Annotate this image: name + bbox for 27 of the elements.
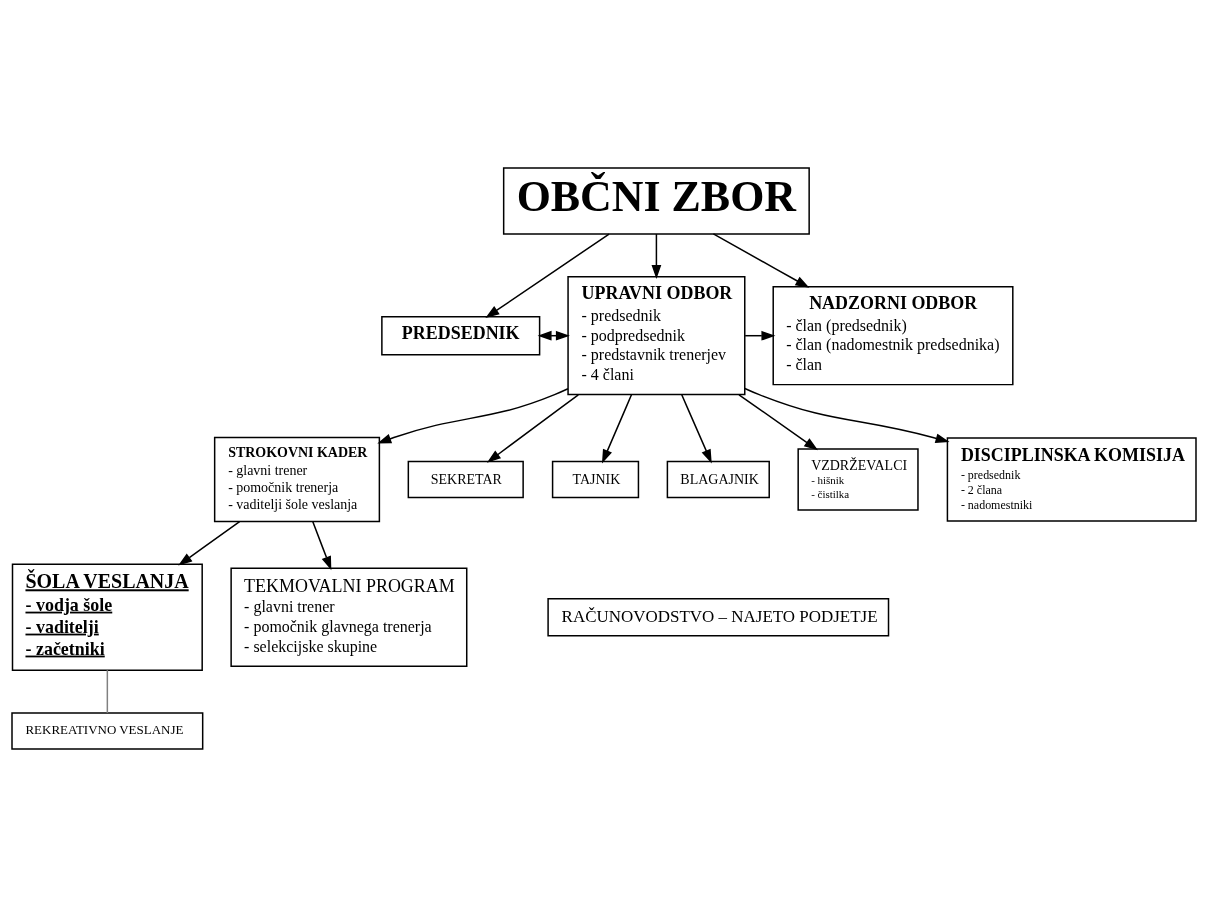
arrow <box>312 520 332 571</box>
node-box: STROKOVNI KADER - glavni trener - pomočnik trenerja - vaditelji šole veslanja <box>213 436 381 523</box>
node-box: OBČNI ZBOR <box>502 167 810 235</box>
node-box: SEKRETAR <box>407 460 524 499</box>
node-box: ŠOLA VESLANJA - vodja šole - vaditelji - začetniki <box>11 563 203 671</box>
node-box: DISCIPLINSKA KOMISIJA - predsednik - 2 člana - nadomestniki <box>946 437 1197 522</box>
node-box: REKREATIVNO VESLANJE <box>11 712 204 750</box>
arrow <box>601 394 633 464</box>
arrow <box>651 233 662 279</box>
node-box: UPRAVNI ODBOR - predsednik - podpredsednik - predstavnik trenerjev - 4 člani <box>567 276 746 396</box>
node-box: TAJNIK <box>551 460 640 499</box>
arrow <box>744 387 950 444</box>
node-box: RAČUNOVODSTVO – NAJETO PODJETJE <box>547 598 890 637</box>
arrow <box>178 520 241 566</box>
node-box: NADZORNI ODBOR - član (predsednik) - član (nadomestnik predsednika) - član <box>772 286 1014 386</box>
arrow <box>377 388 569 444</box>
arrow <box>712 233 810 288</box>
node-box: TEKMOVALNI PROGRAM - glavni trener - pomočnik glavnega trenerja - selekcijske skupine <box>230 567 468 667</box>
node-box: VZDRŽEVALCI - hišnik - čistilka <box>797 448 919 511</box>
node-box: PREDSEDNIK <box>381 316 541 356</box>
arrow <box>738 394 819 451</box>
arrow <box>681 394 712 464</box>
arrow <box>486 394 580 463</box>
node-box: BLAGAJNIK <box>666 460 770 499</box>
connector <box>106 669 109 714</box>
arrow <box>485 233 610 318</box>
arrow <box>537 330 570 341</box>
